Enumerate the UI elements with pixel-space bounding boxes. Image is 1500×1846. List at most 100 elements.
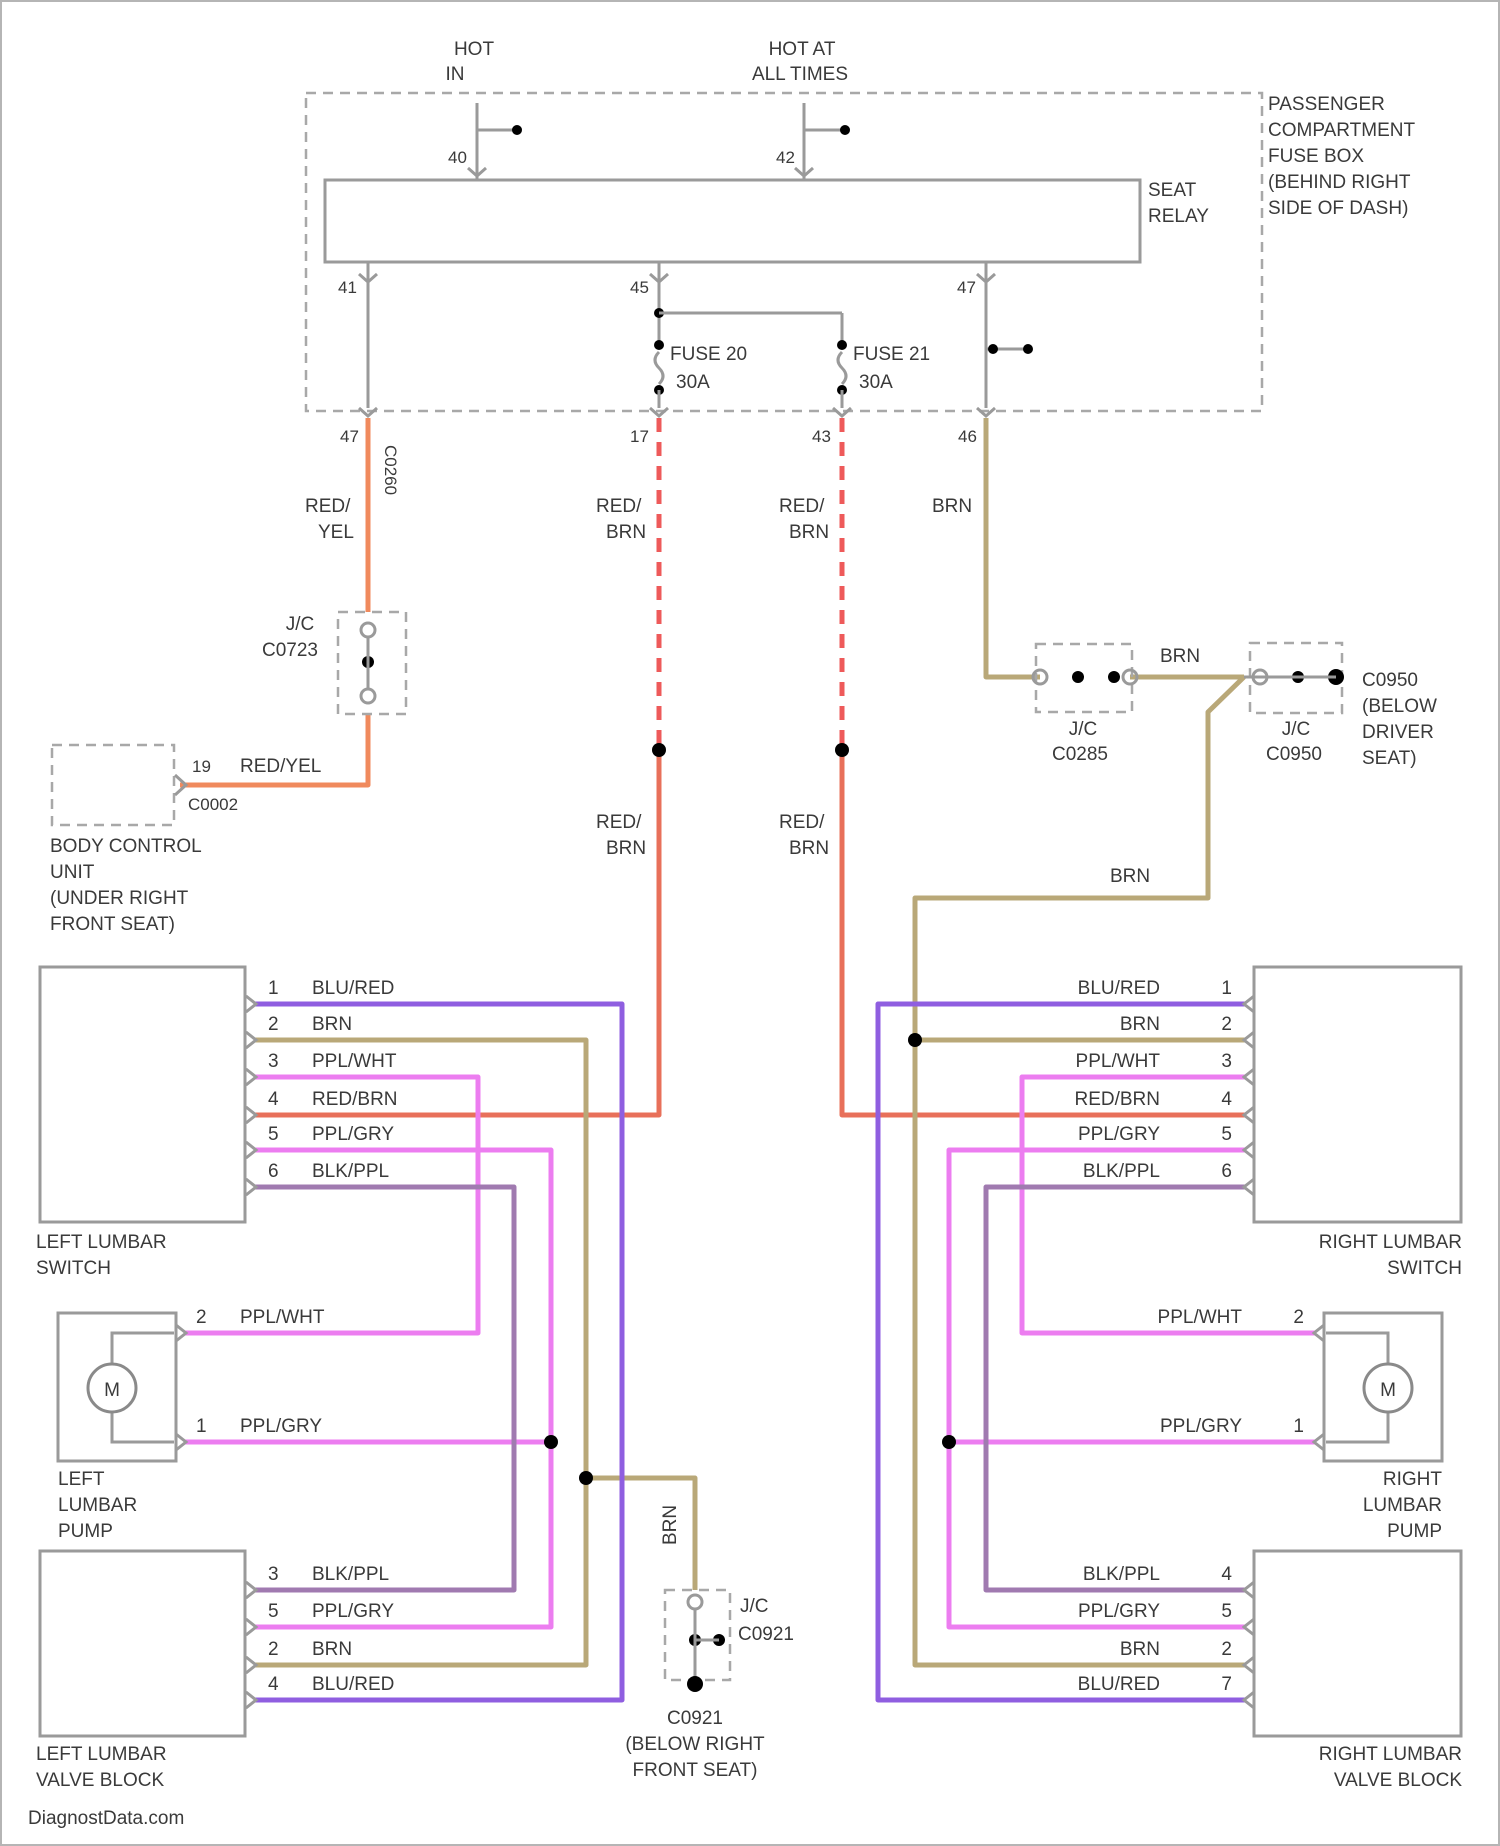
svg-text:UNIT: UNIT bbox=[50, 862, 95, 883]
right-switch-wire-3: RED/BRN bbox=[1074, 1089, 1160, 1110]
svg-text:J/C: J/C bbox=[740, 1596, 769, 1617]
right-pump-wire-1: PPL/GRY bbox=[1160, 1416, 1242, 1437]
right-motor-symbol: M bbox=[1380, 1380, 1396, 1401]
right-valve-pin-4: 4 bbox=[1221, 1564, 1232, 1585]
right-switch-wire-0: BLU/RED bbox=[1078, 978, 1160, 999]
wire-label-red-yel-inline: RED/YEL bbox=[240, 756, 321, 777]
pin-label-c: 41 bbox=[338, 278, 357, 297]
bcu-pin-label: 19 bbox=[192, 757, 211, 776]
left-lumbar-valve-block-box bbox=[40, 1551, 245, 1736]
left-pump-pin-1: 1 bbox=[196, 1416, 207, 1437]
svg-text:(UNDER RIGHT: (UNDER RIGHT bbox=[50, 888, 189, 909]
pin-label-i: 46 bbox=[958, 427, 977, 446]
svg-text:SWITCH: SWITCH bbox=[1387, 1258, 1462, 1279]
svg-text:(BELOW: (BELOW bbox=[1362, 696, 1437, 717]
right-switch-pin-3: 3 bbox=[1221, 1051, 1232, 1072]
right-lumbar-valve-block-box bbox=[1254, 1551, 1461, 1736]
svg-text:RED/: RED/ bbox=[596, 812, 642, 833]
right-valve-pin-7: 7 bbox=[1221, 1674, 1232, 1695]
svg-text:BRN: BRN bbox=[606, 838, 646, 859]
svg-text:RIGHT LUMBAR: RIGHT LUMBAR bbox=[1319, 1232, 1462, 1253]
svg-text:LEFT: LEFT bbox=[58, 1469, 105, 1490]
seat-relay-box bbox=[325, 180, 1140, 262]
right-switch-pin-4: 4 bbox=[1221, 1089, 1232, 1110]
svg-text:J/C: J/C bbox=[286, 614, 315, 635]
right-pump-wire-0: PPL/WHT bbox=[1158, 1307, 1243, 1328]
left-switch-wire-5: BLK/PPL bbox=[312, 1161, 389, 1182]
right-switch-pin-2: 2 bbox=[1221, 1014, 1232, 1035]
svg-text:RIGHT LUMBAR: RIGHT LUMBAR bbox=[1319, 1744, 1462, 1765]
svg-text:(BEHIND RIGHT: (BEHIND RIGHT bbox=[1268, 172, 1411, 193]
pin-label-b: 42 bbox=[776, 148, 795, 167]
connector-tag-c0260: C0260 bbox=[381, 445, 400, 495]
svg-text:YEL: YEL bbox=[318, 522, 354, 543]
right-valve-wire-0: BLK/PPL bbox=[1083, 1564, 1160, 1585]
wire-label-brn-mid: BRN bbox=[1160, 646, 1200, 667]
pin-label-d: 45 bbox=[630, 278, 649, 297]
svg-text:BRN: BRN bbox=[606, 522, 646, 543]
svg-text:SWITCH: SWITCH bbox=[36, 1258, 111, 1279]
svg-text:J/C: J/C bbox=[1282, 719, 1311, 740]
svg-text:30A: 30A bbox=[676, 372, 710, 393]
left-pump-pin-2: 2 bbox=[196, 1307, 207, 1328]
svg-text:30A: 30A bbox=[859, 372, 893, 393]
svg-text:LEFT LUMBAR: LEFT LUMBAR bbox=[36, 1232, 167, 1253]
right-switch-pin-5: 5 bbox=[1221, 1124, 1232, 1145]
svg-text:VALVE BLOCK: VALVE BLOCK bbox=[1334, 1770, 1462, 1791]
right-valve-wire-1: PPL/GRY bbox=[1078, 1601, 1160, 1622]
svg-text:C0950: C0950 bbox=[1362, 670, 1418, 691]
left-switch-pin-3: 3 bbox=[268, 1051, 279, 1072]
svg-text:HOT AT: HOT AT bbox=[769, 39, 836, 60]
bcu-connector-label: C0002 bbox=[188, 795, 238, 814]
splice-brn-right bbox=[908, 1033, 922, 1047]
left-switch-pin-5: 5 bbox=[268, 1124, 279, 1145]
svg-text:RIGHT: RIGHT bbox=[1383, 1469, 1443, 1490]
svg-text:RED/: RED/ bbox=[779, 496, 825, 517]
svg-text:C0921: C0921 bbox=[667, 1708, 723, 1729]
svg-text:FUSE 20: FUSE 20 bbox=[670, 344, 747, 365]
svg-text:LUMBAR: LUMBAR bbox=[1363, 1495, 1442, 1516]
svg-text:C0285: C0285 bbox=[1052, 744, 1108, 765]
right-switch-wire-2: PPL/WHT bbox=[1076, 1051, 1161, 1072]
svg-text:RED/: RED/ bbox=[305, 496, 351, 517]
right-valve-wire-2: BRN bbox=[1120, 1639, 1160, 1660]
left-switch-wire-2: PPL/WHT bbox=[312, 1051, 397, 1072]
svg-text:IN: IN bbox=[446, 64, 465, 85]
right-switch-pin-1: 1 bbox=[1221, 978, 1232, 999]
left-switch-pin-6: 6 bbox=[268, 1161, 279, 1182]
svg-text:LEFT LUMBAR: LEFT LUMBAR bbox=[36, 1744, 167, 1765]
svg-text:PUMP: PUMP bbox=[58, 1521, 113, 1542]
svg-text:FUSE 21: FUSE 21 bbox=[853, 344, 930, 365]
left-pump-wire-0: PPL/WHT bbox=[240, 1307, 325, 1328]
svg-text:(BELOW RIGHT: (BELOW RIGHT bbox=[625, 1734, 765, 1755]
svg-text:RELAY: RELAY bbox=[1148, 206, 1209, 227]
svg-text:COMPARTMENT: COMPARTMENT bbox=[1268, 120, 1415, 141]
left-switch-wire-0: BLU/RED bbox=[312, 978, 394, 999]
left-switch-pin-4: 4 bbox=[268, 1089, 279, 1110]
splice-brn-left bbox=[579, 1471, 593, 1485]
right-switch-wire-5: BLK/PPL bbox=[1083, 1161, 1160, 1182]
left-pump-wire-1: PPL/GRY bbox=[240, 1416, 322, 1437]
svg-text:ALL TIMES: ALL TIMES bbox=[752, 64, 848, 85]
left-valve-pin-3: 3 bbox=[268, 1564, 279, 1585]
svg-text:PASSENGER: PASSENGER bbox=[1268, 94, 1385, 115]
left-valve-pin-5: 5 bbox=[268, 1601, 279, 1622]
svg-text:DRIVER: DRIVER bbox=[1362, 722, 1434, 743]
pin-label-f: 47 bbox=[340, 427, 359, 446]
svg-text:FRONT SEAT): FRONT SEAT) bbox=[633, 1760, 758, 1781]
svg-text:SEAT): SEAT) bbox=[1362, 748, 1417, 769]
pin-label-a: 40 bbox=[448, 148, 467, 167]
svg-text:C0723: C0723 bbox=[262, 640, 318, 661]
pin-label-h: 43 bbox=[812, 427, 831, 446]
left-valve-pin-4: 4 bbox=[268, 1674, 279, 1695]
wire-label-brn-top: BRN bbox=[932, 496, 972, 517]
svg-text:BODY CONTROL: BODY CONTROL bbox=[50, 836, 202, 857]
left-switch-pin-1: 1 bbox=[268, 978, 279, 999]
svg-text:PUMP: PUMP bbox=[1387, 1521, 1442, 1542]
svg-text:SEAT: SEAT bbox=[1148, 180, 1197, 201]
left-valve-wire-0: BLK/PPL bbox=[312, 1564, 389, 1585]
svg-text:BRN: BRN bbox=[789, 522, 829, 543]
right-valve-pin-2: 2 bbox=[1221, 1639, 1232, 1660]
splice-ppl-gry-left bbox=[544, 1435, 558, 1449]
